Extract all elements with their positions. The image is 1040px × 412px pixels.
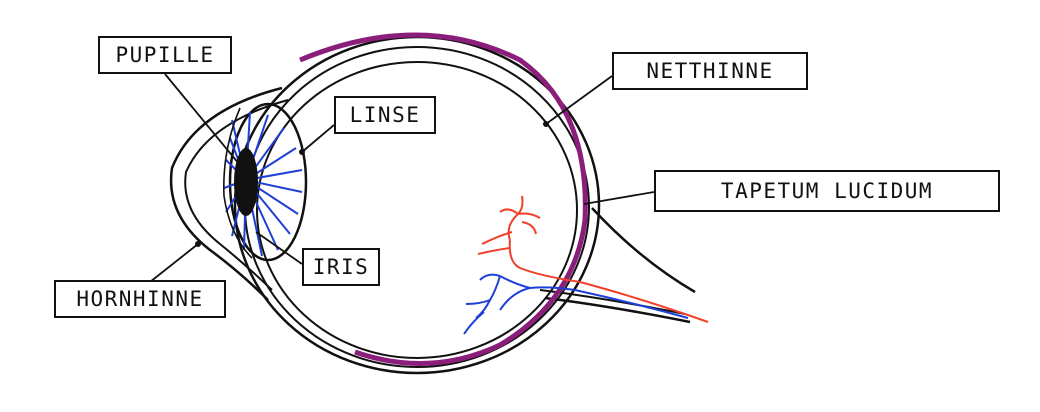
label-hornhinne: HORNHINNE (54, 280, 226, 318)
optic-nerve-outline-bottom (544, 296, 691, 324)
pupil (234, 148, 258, 216)
leader-pupille (164, 73, 245, 171)
optic-nerve-outline-top (591, 207, 696, 294)
label-pupille: PUPILLE (98, 36, 232, 74)
label-iris: IRIS (302, 248, 380, 286)
sclera-outer (233, 35, 601, 375)
cornea-outline (169, 86, 283, 301)
label-linse: LINSE (334, 96, 436, 134)
lens (228, 102, 308, 262)
leader-netthinne (545, 75, 613, 125)
leader-tapetum (583, 191, 655, 205)
iris-outline (223, 107, 253, 259)
label-netthinne: NETTHINNE (612, 52, 808, 90)
leader-hornhinne (149, 243, 199, 283)
label-tapetum-lucidum: TAPETUM LUCIDUM (654, 170, 1000, 212)
leader-linse (301, 124, 335, 153)
leader-lines (149, 73, 655, 283)
leader-iris (255, 231, 303, 265)
cornea-inner-outline (184, 99, 289, 291)
retina-inner (256, 61, 578, 359)
artery-vessels (477, 195, 709, 323)
vein-vessels (463, 273, 689, 335)
leader-dots (195, 121, 549, 247)
